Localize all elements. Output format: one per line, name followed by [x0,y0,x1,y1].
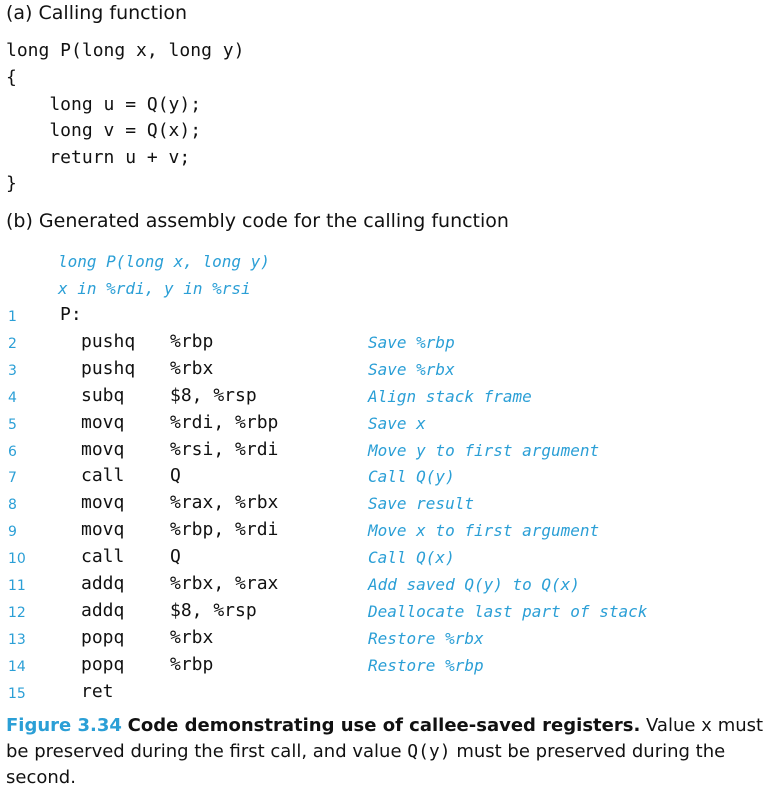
line-number: 6 [8,443,17,460]
asm-line: 3 pushq %rbx Save %rbx [0,358,771,385]
section-a-title: (a) Calling function [6,2,188,24]
asm-opcode: pushq [81,357,136,379]
asm-opcode: call [81,465,125,487]
asm-operands: %rbx [170,626,214,648]
c-code-line: long P(long x, long y) [6,40,245,61]
asm-opcode: addq [81,573,125,594]
asm-comment: Save %rbx [368,359,455,379]
asm-opcode: movq [81,519,125,541]
c-code-line: return u + v; [6,147,191,168]
asm-line: 8 movq %rax, %rbx Save result [0,492,771,519]
line-number: 12 [8,604,26,621]
line-number: 10 [8,551,26,568]
asm-operands: %rbp [170,653,214,675]
asm-opcode: call [81,546,125,568]
asm-label: P: [60,304,82,325]
asm-opcode: subq [81,384,125,406]
asm-operands: %rdi, %rbp [170,411,279,433]
asm-header-comment: x in %rdi, y in %rsi [58,279,251,298]
asm-line: 1 P: [0,304,771,331]
asm-operands: $8, %rsp [170,384,257,406]
asm-opcode: popq [81,626,125,648]
asm-line: 12 addq $8, %rsp Deallocate last part of st… [0,600,771,627]
caption-code: Q(y) [407,741,451,762]
asm-line: 14 popq %rbp Restore %rbp [0,654,771,681]
c-code-line: } [6,173,17,194]
asm-operands: %rbp, %rdi [170,519,279,541]
asm-line: 7 call Q Call Q(y) [0,465,771,492]
asm-line: 15 ret [0,681,771,708]
asm-opcode: pushq [81,330,136,352]
caption-text: must be preserved during the first call,… [6,715,764,762]
asm-comment: Save %rbp [368,332,455,352]
c-code-line: long v = Q(x); [6,120,202,141]
asm-line: 9 movq %rbp, %rdi Move x to first argument [0,519,771,546]
figure-caption: Figure 3.34 Code demonstrating use of ca… [6,713,768,791]
asm-comment: Restore %rbx [368,628,484,648]
asm-operands: Q [170,546,181,568]
line-number: 8 [8,497,17,514]
line-number: 5 [8,416,17,433]
line-number: 3 [8,362,17,379]
asm-opcode: popq [81,653,125,675]
asm-operands: %rsi, %rdi [170,438,279,460]
asm-operands: %rbx [170,357,214,379]
asm-line: 6 movq %rsi, %rdi Move y to first argument [0,439,771,466]
asm-header-comment: long P(long x, long y) [58,252,270,271]
asm-comment: Move y to first argument [368,440,600,460]
asm-line: 13 popq %rbx Restore %rbx [0,627,771,654]
line-number: 1 [8,309,17,325]
asm-operands: %rbp [170,330,214,352]
asm-comment: Save x [368,413,426,433]
line-number: 15 [8,685,26,702]
asm-opcode: ret [81,680,114,702]
line-number: 9 [8,524,17,541]
asm-line: 2 pushq %rbp Save %rbp [0,331,771,358]
figure-number: Figure 3.34 [6,715,122,736]
c-code-line: { [6,67,17,88]
asm-comment: Restore %rbp [368,655,484,675]
asm-comment: Add saved Q(y) to Q(x) [368,575,580,594]
line-number: 11 [8,578,26,594]
line-number: 13 [8,631,26,648]
asm-operands: %rbx, %rax [170,573,279,594]
c-code-line: long u = Q(y); [6,94,202,115]
line-number: 2 [8,335,17,352]
asm-comment: Deallocate last part of stack [368,601,648,621]
asm-comment: Move x to first argument [368,521,600,541]
line-number: 14 [8,658,26,675]
asm-opcode: movq [81,438,125,460]
line-number: 4 [8,389,17,406]
asm-operands: Q [170,465,181,487]
asm-line: 4 subq $8, %rsp Align stack frame [0,385,771,412]
asm-line: 11 addq %rbx, %rax Add saved Q(y) to Q(x) [0,573,771,600]
asm-opcode: addq [81,599,125,621]
caption-code: x [701,715,712,736]
line-number: 7 [8,470,17,487]
asm-opcode: movq [81,411,125,433]
asm-comment: Align stack frame [368,386,532,406]
asm-line: 10 call Q Call Q(x) [0,546,771,573]
asm-operands: %rax, %rbx [170,492,279,514]
asm-comment: Call Q(y) [368,467,455,487]
asm-opcode: movq [81,492,125,514]
asm-comment: Save result [368,494,474,514]
asm-operands: $8, %rsp [170,599,257,621]
caption-text: Value [640,715,702,736]
asm-comment: Call Q(x) [368,548,455,568]
asm-line: 5 movq %rdi, %rbp Save x [0,412,771,439]
section-b-title: (b) Generated assembly code for the call… [6,210,509,232]
figure-title: Code demonstrating use of callee-saved r… [127,715,641,736]
